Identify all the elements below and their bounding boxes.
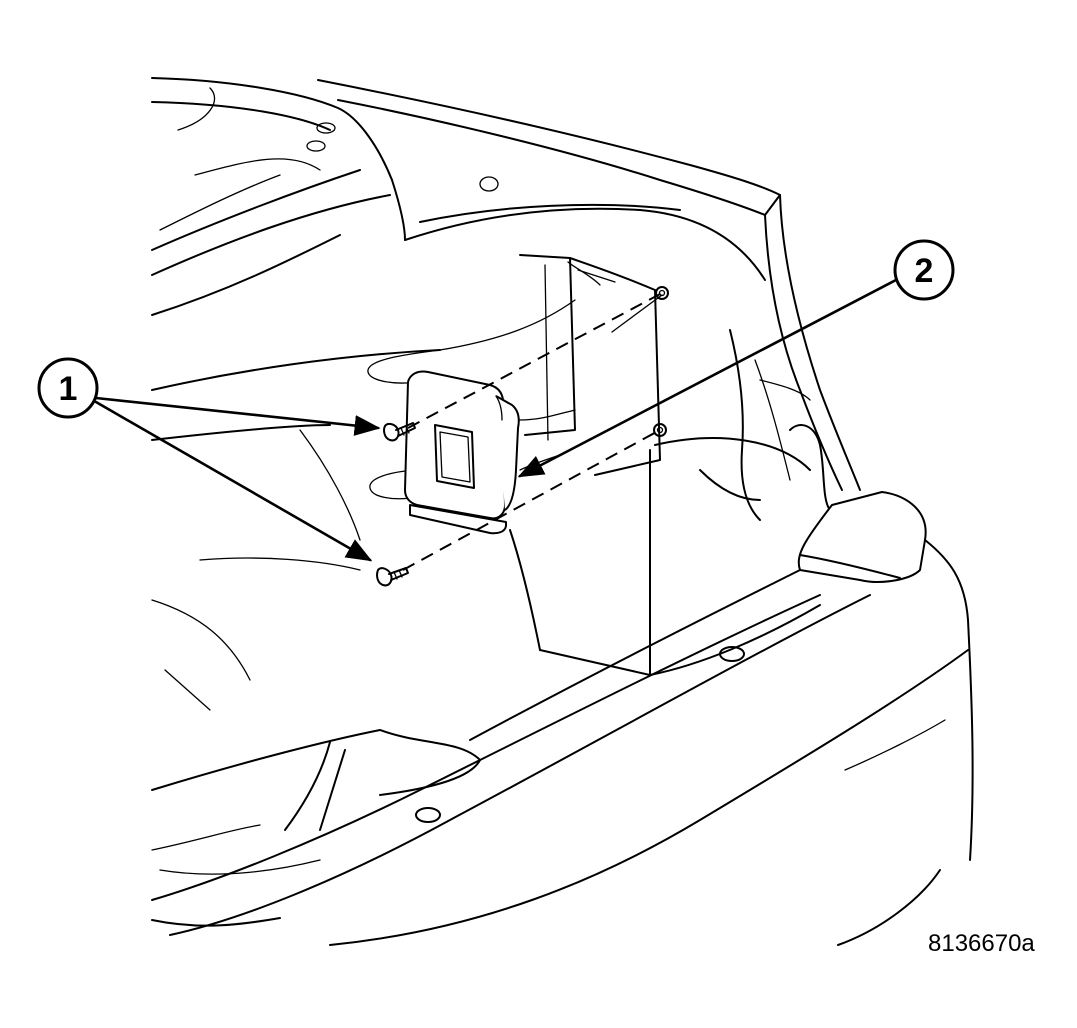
screw-upper: [383, 422, 416, 442]
mounting-studs: [653, 286, 669, 437]
callout-1: 1: [37, 357, 99, 419]
rear-shelf-outline: [151, 77, 393, 316]
trunk-side-wall: [404, 203, 831, 521]
leader-arrows: [94, 278, 898, 562]
control-module: [404, 370, 520, 535]
rear-bumper: [151, 491, 974, 946]
screw-lower: [376, 567, 409, 587]
figure-id: 8136670a: [928, 930, 1035, 957]
deck-lid-opening: [317, 79, 861, 491]
callout-2-label: 2: [915, 252, 934, 290]
trunk-interior: [151, 254, 821, 875]
alignment-lines: [402, 292, 663, 571]
callout-1-label: 1: [59, 370, 78, 408]
callout-2: 2: [893, 239, 955, 301]
